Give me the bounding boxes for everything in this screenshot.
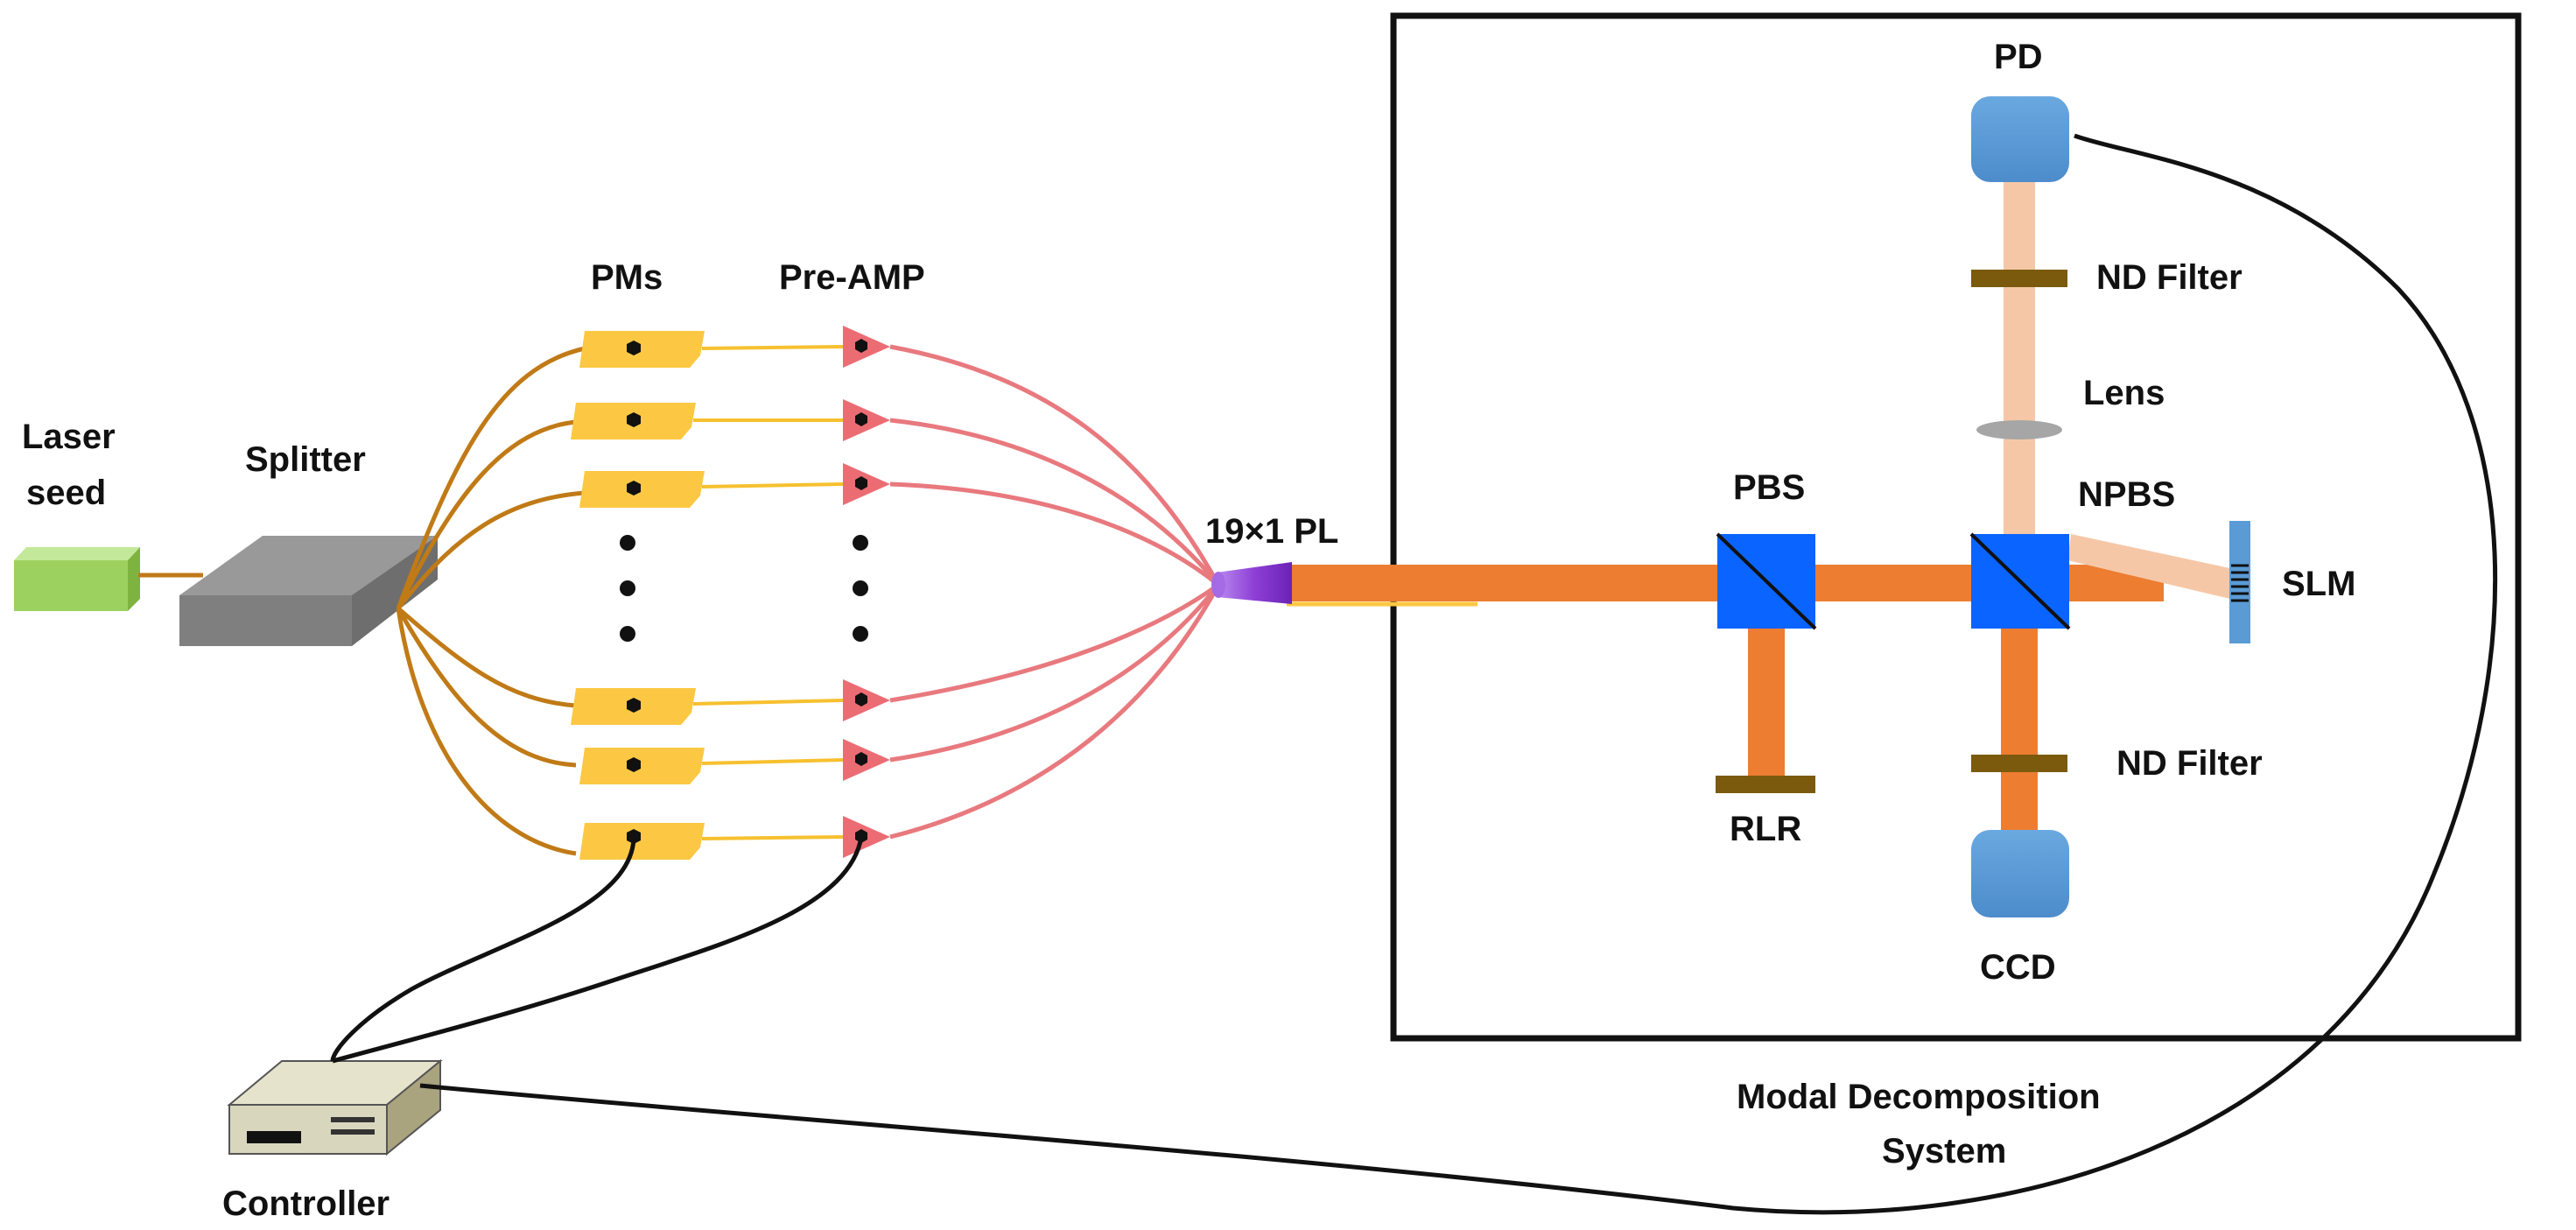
pre-amp [843, 739, 890, 781]
pre-amp-ellipsis [853, 535, 868, 642]
pbs-cube [1716, 532, 1817, 630]
controller [227, 1058, 443, 1156]
phase-modulator [571, 688, 696, 725]
beam-slm-return [2067, 534, 2234, 599]
pre-amp [843, 816, 890, 858]
label-pre-amp: Pre-AMP [779, 258, 925, 297]
label-pbs: PBS [1733, 468, 1805, 507]
system-enclosure [1390, 12, 2522, 1042]
pre-amp [843, 463, 890, 505]
beam-pd [2004, 179, 2035, 534]
splitter [179, 536, 438, 646]
pd-detector [1971, 96, 2069, 182]
control-cables [330, 133, 2498, 1215]
label-splitter: Splitter [245, 440, 366, 479]
pre-amp [843, 679, 890, 721]
nd-filter-top [1971, 270, 2067, 287]
slm [2229, 521, 2250, 643]
label-ccd: CCD [1980, 948, 2056, 987]
pre-amp [843, 399, 890, 441]
pre-amplifiers [843, 326, 890, 858]
phase-modulator [579, 331, 705, 368]
label-lens: Lens [2083, 374, 2165, 412]
label-laser-seed-line1: Laser [22, 418, 116, 456]
phase-modulator [579, 471, 705, 508]
labels: Laser seed Splitter PMs Pre-AMP 19×1 PL … [22, 38, 2355, 1223]
beam-ccd [2001, 629, 2038, 839]
ccd-camera [1971, 830, 2069, 917]
label-pms: PMs [591, 258, 663, 297]
phase-modulator [579, 748, 705, 784]
label-system-line1: Modal Decomposition [1737, 1078, 2101, 1116]
splitter-fibers [396, 346, 586, 856]
amp-fibers [889, 344, 1221, 840]
pm-fibers [692, 345, 844, 840]
label-laser-seed-line2: seed [26, 474, 106, 512]
label-nd-filter-top: ND Filter [2096, 258, 2243, 297]
laser-seed [14, 547, 140, 611]
label-rlr: RLR [1730, 810, 1801, 848]
lens [1976, 420, 2062, 439]
beam-rlr [1748, 629, 1785, 777]
phase-modulator [579, 823, 705, 860]
label-npbs: NPBS [2078, 475, 2175, 514]
pre-amp [843, 326, 890, 368]
nd-filter-bottom [1971, 755, 2067, 772]
rlr-mirror [1716, 776, 1815, 793]
photonic-lantern [1211, 562, 1292, 604]
label-pd: PD [1994, 38, 2043, 76]
label-photonic-lantern: 19×1 PL [1205, 512, 1338, 551]
npbs-cube [1969, 532, 2071, 630]
label-controller: Controller [222, 1184, 390, 1223]
phase-modulators [571, 331, 705, 860]
label-system-line2: System [1882, 1132, 2006, 1170]
phase-modulator [571, 403, 696, 439]
label-slm: SLM [2282, 565, 2355, 603]
label-nd-filter-bottom: ND Filter [2116, 744, 2263, 783]
pm-ellipsis [620, 535, 635, 642]
